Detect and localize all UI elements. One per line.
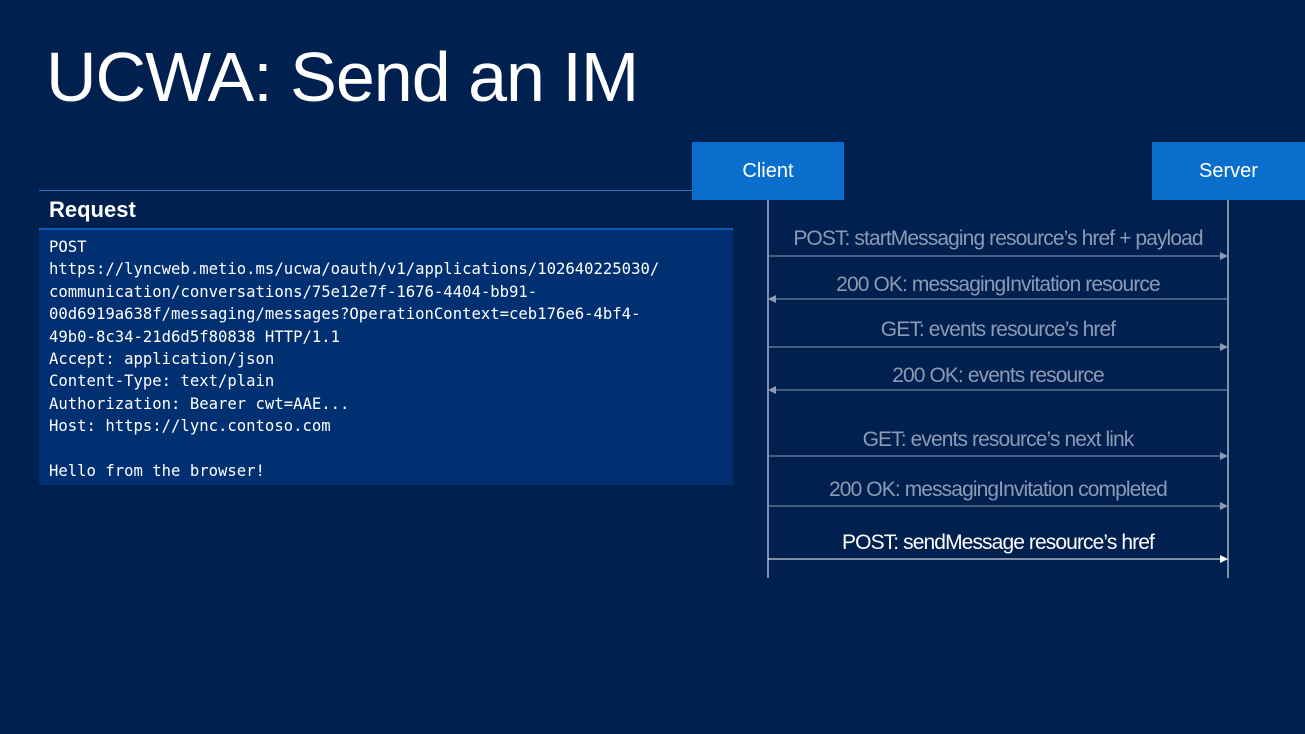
- server-actor-label: Server: [1199, 159, 1258, 182]
- request-code-line: Host: https://lync.contoso.com: [49, 417, 331, 436]
- client-actor-label: Client: [742, 159, 794, 182]
- message-group: POST: startMessaging resource’s href + p…: [768, 227, 1228, 563]
- message-arrowhead: [1220, 452, 1228, 460]
- request-code-line: communication/conversations/75e12e7f-167…: [49, 282, 538, 301]
- request-code-line: POST: [49, 238, 87, 256]
- message-label: 200 OK: events resource: [892, 364, 1104, 387]
- message-arrowhead: [1220, 252, 1228, 260]
- client-actor-box: Client: [692, 142, 844, 200]
- message-arrowhead: [768, 295, 776, 303]
- message-label: GET: events resource’s next link: [863, 428, 1135, 451]
- message-label: 200 OK: messagingInvitation resource: [836, 273, 1160, 296]
- request-code-panel: POST https://lyncweb.metio.ms/ucwa/oauth/…: [39, 228, 733, 485]
- message-arrowhead: [1220, 343, 1228, 351]
- request-code-line: Hello from the browser!: [49, 461, 265, 480]
- message-arrowhead: [1220, 502, 1228, 510]
- request-code-line: 49b0-8c34-21d6d5f80838 HTTP/1.1: [49, 327, 341, 346]
- server-actor-box: Server: [1152, 142, 1305, 200]
- request-code-line: https://lyncweb.metio.ms/ucwa/oauth/v1/a…: [49, 260, 660, 279]
- message-label: POST: sendMessage resource’s href: [842, 531, 1155, 554]
- request-top-rule: [39, 190, 692, 191]
- request-code-line: 00d6919a638f/messaging/messages?Operatio…: [49, 305, 641, 324]
- slide-title: UCWA: Send an IM: [46, 38, 639, 116]
- request-code-line: [49, 438, 733, 460]
- message-label: 200 OK: messagingInvitation completed: [829, 478, 1167, 501]
- message-arrowhead: [1220, 555, 1228, 563]
- request-code-line: Authorization: Bearer cwt=AAE...: [49, 394, 350, 413]
- message-label: POST: startMessaging resource’s href + p…: [793, 227, 1203, 250]
- request-code-line: Accept: application/json: [49, 349, 275, 368]
- message-arrowhead: [768, 386, 776, 394]
- request-heading: Request: [49, 197, 136, 222]
- message-label: GET: events resource’s href: [881, 318, 1116, 341]
- request-code-line: Content-Type: text/plain: [49, 372, 275, 391]
